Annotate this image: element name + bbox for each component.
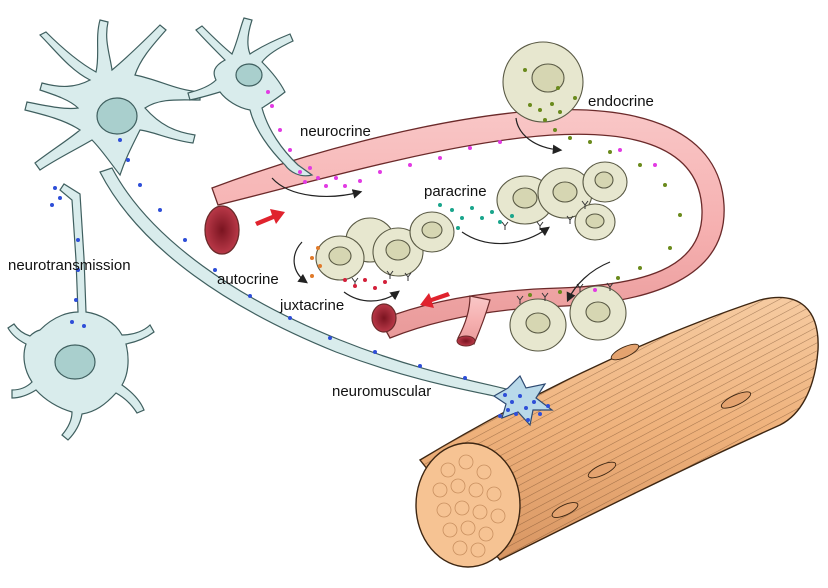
label-juxtacrine: juxtacrine	[279, 297, 344, 314]
endocrine-molecules	[523, 68, 682, 297]
neurocrine-molecules	[266, 90, 657, 292]
neuron-bottom-nucleus	[54, 344, 96, 380]
label-paracrine: paracrine	[424, 183, 487, 200]
vessel-lumen-lower	[371, 303, 397, 333]
autocrine-arrow	[293, 241, 308, 284]
juxtacrine-arrow	[343, 290, 400, 302]
paracrine-arrow	[461, 226, 550, 245]
endocrine-arrow	[515, 117, 563, 155]
neurocrine-arrow	[271, 177, 363, 199]
neuron-large	[24, 19, 201, 177]
neurons	[7, 17, 554, 441]
autocrine-molecules	[310, 246, 322, 278]
neuromuscular-terminal	[492, 374, 554, 427]
muscle-fiber	[415, 296, 819, 568]
label-neuromuscular: neuromuscular	[332, 383, 431, 400]
juxtacrine-molecules	[343, 278, 387, 290]
vessel-lumen-upper	[204, 205, 240, 255]
neuron-neurocrine-nucleus	[235, 63, 263, 87]
signal-arrows	[271, 117, 611, 303]
endocrine-delivery-arrow	[566, 261, 611, 303]
paracrine-molecules	[438, 203, 514, 230]
label-neurocrine: neurocrine	[300, 123, 371, 140]
flow-arrow-in	[255, 209, 285, 226]
neuron-bottom	[7, 183, 155, 441]
myofibrils	[432, 454, 506, 558]
neuron-large-nucleus	[96, 97, 138, 135]
flow-arrow-out	[420, 292, 450, 308]
label-neurotransmission: neurotransmission	[8, 257, 131, 274]
neuron-neurocrine	[187, 17, 314, 177]
label-endocrine: endocrine	[588, 93, 654, 110]
labels: neurocrine endocrine paracrine neurotran…	[8, 93, 654, 400]
tissue-cells	[315, 41, 628, 352]
neurotransmitter-molecules	[50, 138, 550, 422]
axon-to-muscle	[99, 167, 513, 401]
label-autocrine: autocrine	[217, 271, 279, 288]
